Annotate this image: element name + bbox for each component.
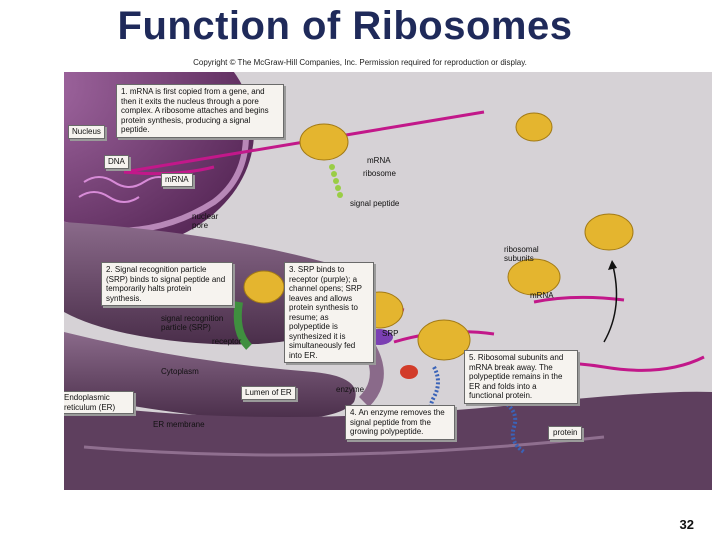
nuclear-pore-label: nuclear pore xyxy=(192,212,219,230)
enzyme-label: enzyme xyxy=(336,385,365,394)
receptor-label: receptor xyxy=(212,337,242,346)
enzyme-shape xyxy=(400,365,418,379)
step-2-caption: 2. Signal recognition particle (SRP) bin… xyxy=(101,262,233,306)
dna-strand-2 xyxy=(78,191,140,203)
peptide-bead xyxy=(329,164,335,170)
mrna-left-label: mRNA xyxy=(161,173,193,187)
ribosome-enzyme xyxy=(417,319,471,361)
step-1-caption: 1. mRNA is first copied from a gene, and… xyxy=(116,84,284,138)
protein-chain xyxy=(502,400,526,454)
er-membrane-label: ER membrane xyxy=(153,420,205,429)
ribosome-srp xyxy=(243,270,285,304)
protein-label: protein xyxy=(548,426,583,440)
ribosomal-subunit-small xyxy=(584,213,634,251)
ribosome-top-right xyxy=(515,112,553,142)
cytoplasm-label: Cytoplasm xyxy=(161,367,199,376)
signal-peptide-label: signal peptide xyxy=(350,199,400,208)
srp-body xyxy=(233,301,253,350)
er-membrane-line xyxy=(83,435,605,457)
dna-label: DNA xyxy=(104,155,129,169)
mrna-top-label: mRNA xyxy=(367,156,391,165)
copyright-notice: Copyright © The McGraw-Hill Companies, I… xyxy=(193,58,527,67)
srp-label: SRP xyxy=(382,329,399,338)
page-number: 32 xyxy=(679,517,694,532)
step-3-caption: 3. SRP binds to receptor (purple); a cha… xyxy=(284,262,374,363)
step-4-caption: 4. An enzyme removes the signal peptide … xyxy=(345,405,455,440)
lumen-label: Lumen of ER xyxy=(241,386,296,400)
mrna-free xyxy=(533,295,625,304)
slide-title: Function of Ribosomes xyxy=(117,4,573,48)
diagram-panel: 1. mRNA is first copied from a gene, and… xyxy=(64,72,712,490)
ribosome-label: ribosome xyxy=(363,169,396,178)
release-arrow xyxy=(603,261,618,343)
mrna-right-label: mRNA xyxy=(530,291,554,300)
step-5-caption: 5. Ribosomal subunits and mRNA break awa… xyxy=(464,350,578,404)
dna-strand xyxy=(83,176,175,188)
srp-particle-label: signal recognition particle (SRP) xyxy=(161,314,224,332)
er-label: Endoplasmic reticulum (ER) xyxy=(64,391,134,414)
er-lumen xyxy=(64,391,712,490)
ribosome-top xyxy=(299,123,349,161)
ribosomal-subunit-large xyxy=(507,258,561,296)
ribosomal-subunits-label: ribosomal subunits xyxy=(504,245,539,263)
nucleus-label: Nucleus xyxy=(68,125,105,139)
